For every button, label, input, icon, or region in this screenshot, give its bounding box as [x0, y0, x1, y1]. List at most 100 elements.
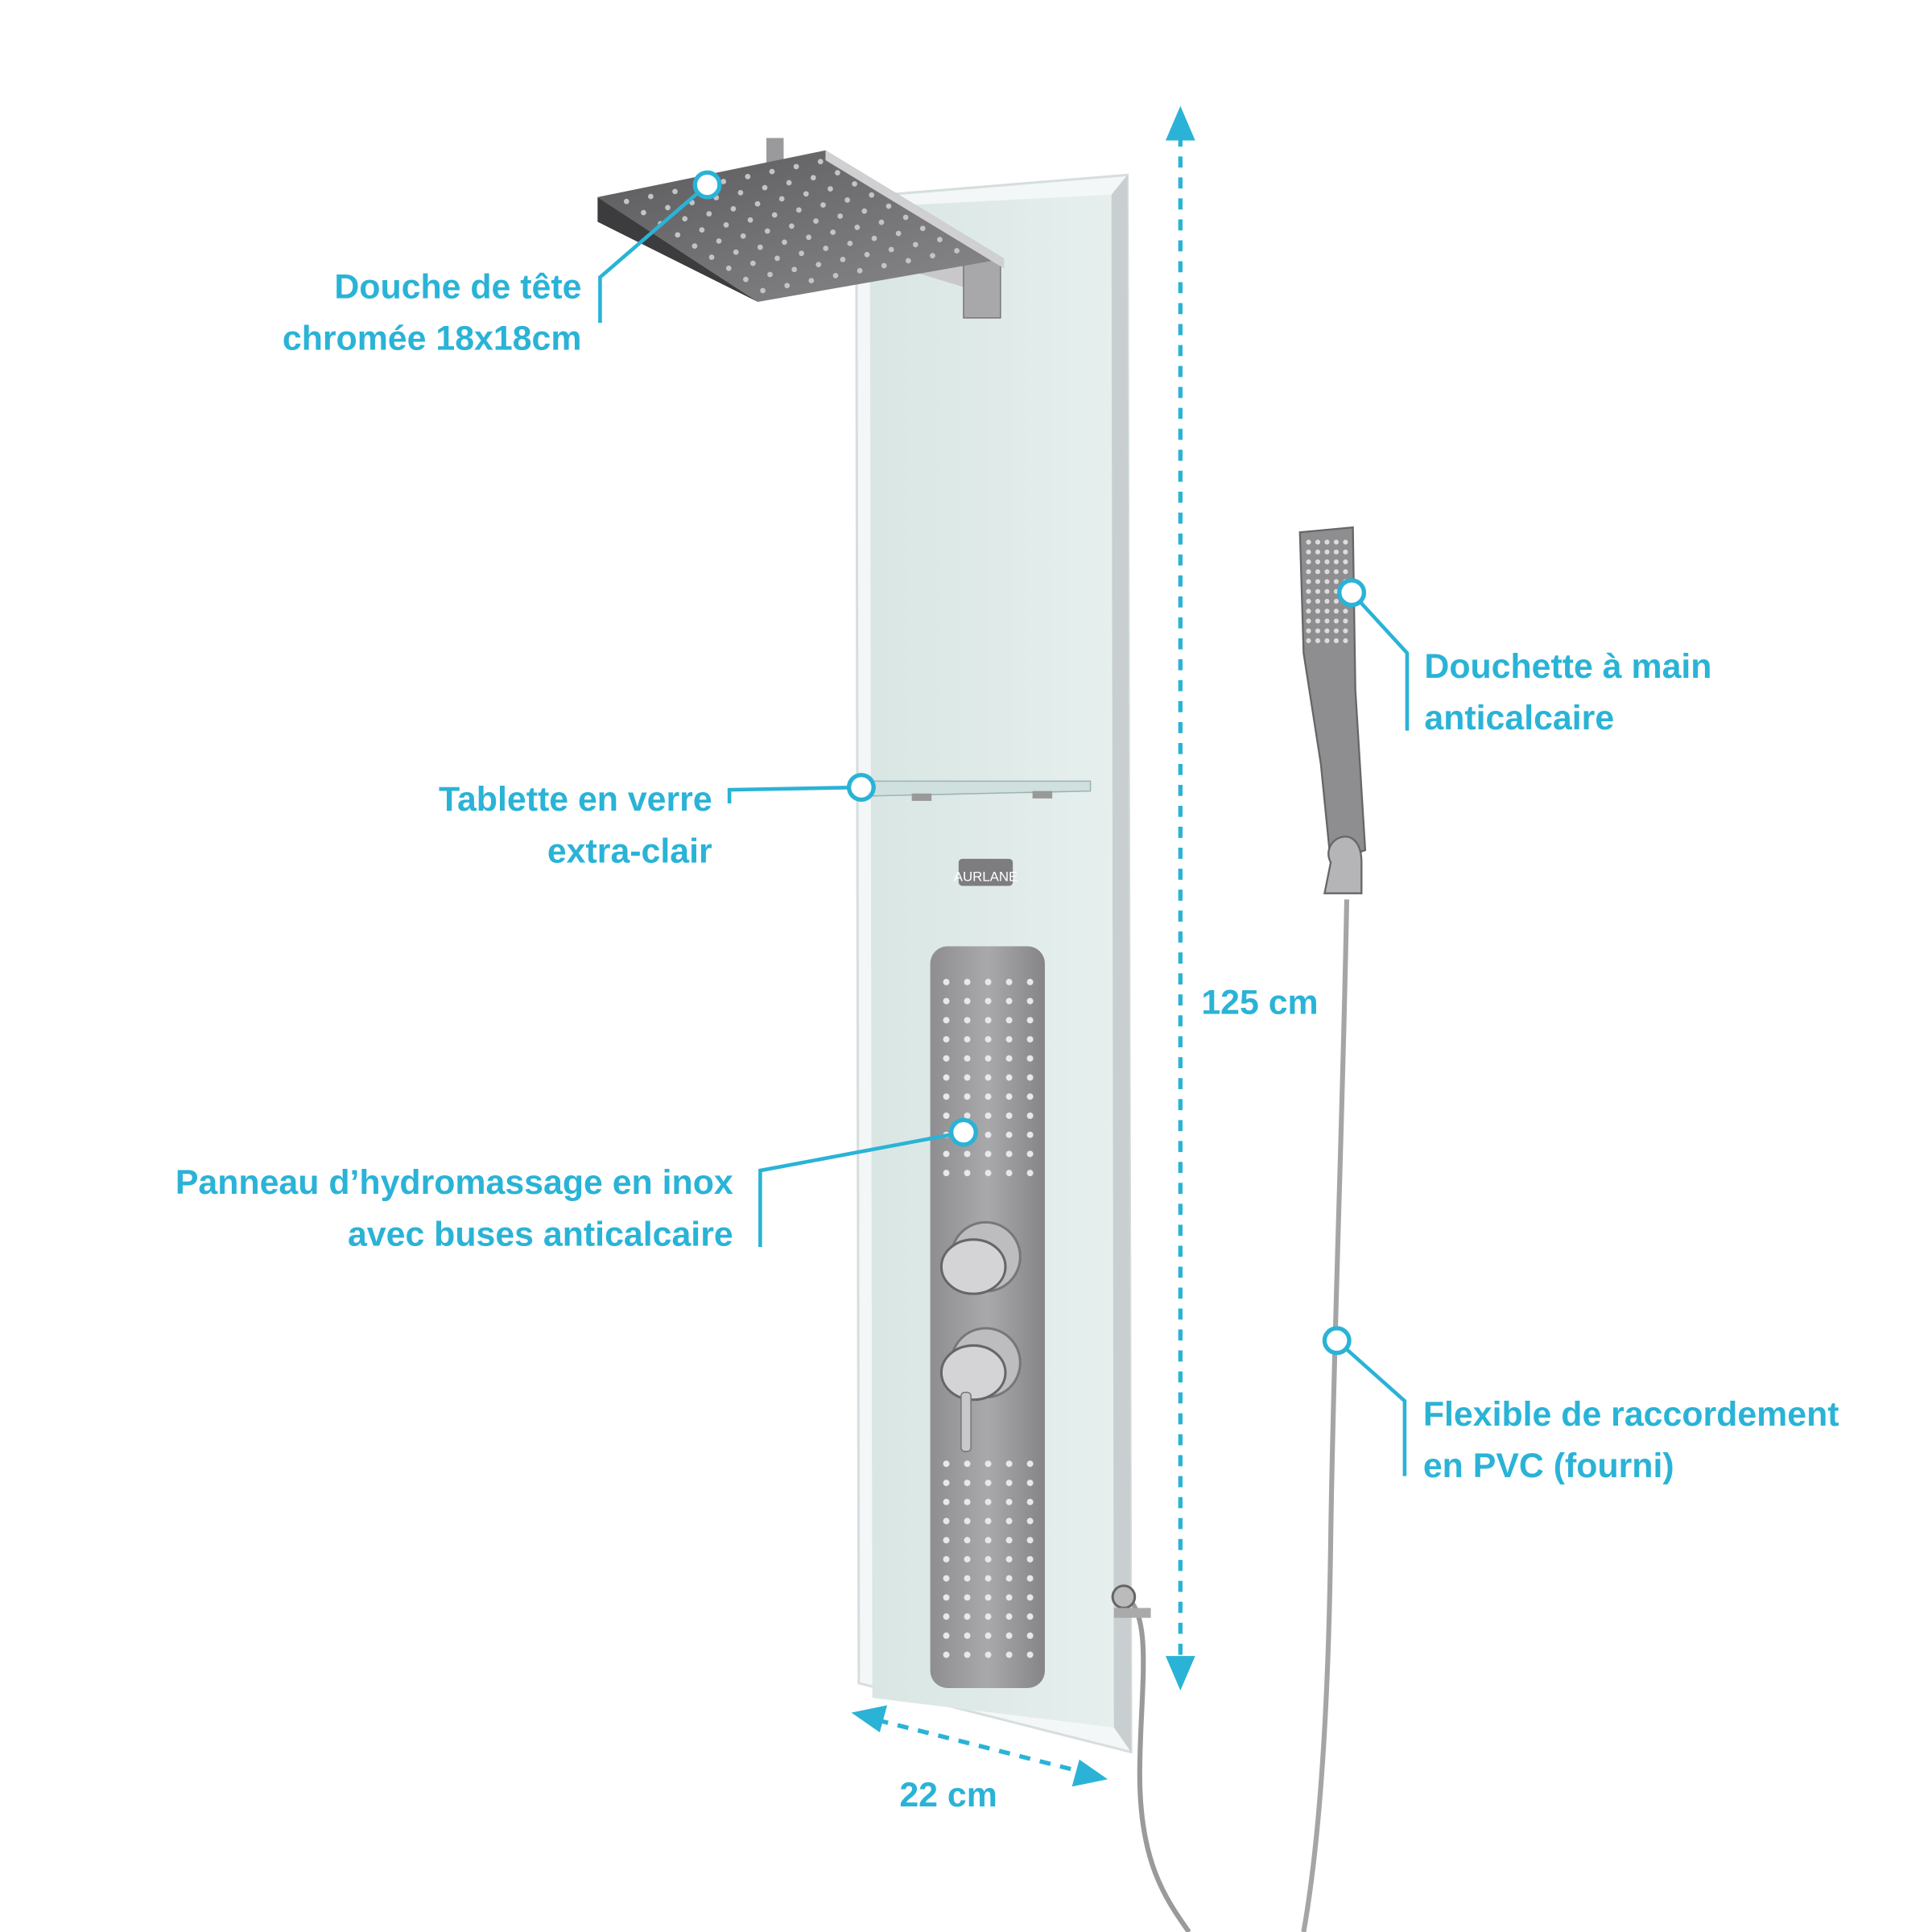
head-nozzle: [808, 278, 815, 283]
panel-nozzle: [943, 1036, 950, 1043]
panel-nozzle: [1026, 1556, 1034, 1563]
panel-nozzle: [964, 1112, 971, 1119]
mixer-knob-upper[interactable]: [939, 1220, 1022, 1295]
connection-hose: [1129, 1600, 1191, 1932]
head-nozzle: [796, 207, 802, 213]
hand-nozzle: [1324, 628, 1330, 634]
panel-nozzle: [985, 1498, 992, 1505]
head-nozzle: [871, 235, 877, 242]
panel-nozzle: [943, 1150, 950, 1158]
head-nozzle: [930, 253, 935, 259]
panel-nozzle: [964, 1651, 971, 1658]
head-nozzle: [835, 170, 840, 175]
panel-nozzle: [985, 1017, 992, 1024]
head-nozzle: [706, 211, 712, 217]
panel-nozzle: [985, 1517, 992, 1525]
hand-nozzle: [1306, 638, 1311, 643]
head-nozzle: [774, 255, 780, 262]
head-nozzle: [767, 271, 773, 278]
hand-nozzle: [1333, 539, 1340, 545]
hand-nozzle: [1306, 559, 1311, 565]
head-nozzle: [648, 193, 654, 200]
head-nozzle: [837, 213, 844, 219]
panel-nozzle: [1005, 1575, 1013, 1582]
head-nozzle: [733, 249, 739, 255]
callout-text: Flexible de raccordement: [1423, 1395, 1839, 1434]
head-nozzle: [937, 237, 943, 243]
head-nozzle: [844, 197, 850, 203]
panel-nozzle: [964, 1150, 971, 1158]
panel-nozzle: [985, 1575, 992, 1582]
head-nozzle: [778, 196, 785, 202]
panel-nozzle: [1005, 997, 1013, 1005]
head-nozzle: [682, 216, 688, 222]
panel-nozzle: [985, 1036, 992, 1043]
hand-nozzle: [1315, 609, 1321, 614]
head-nozzle: [708, 254, 715, 260]
mixer-knob-lower[interactable]: [939, 1327, 1022, 1452]
hand-nozzle: [1306, 549, 1311, 555]
head-nozzle: [806, 234, 811, 241]
head-nozzle: [830, 229, 836, 235]
head-nozzle: [881, 262, 887, 269]
panel-nozzle: [964, 1613, 971, 1620]
head-nozzle: [857, 267, 863, 274]
hand-nozzle: [1306, 609, 1311, 614]
panel-nozzle: [985, 997, 992, 1005]
head-nozzle: [832, 273, 839, 279]
head-nozzle: [810, 175, 816, 181]
panel-nozzle: [1026, 997, 1034, 1005]
head-nozzle: [813, 218, 819, 225]
hand-nozzle: [1333, 569, 1340, 575]
hand-nozzle: [1343, 609, 1348, 614]
head-nozzle: [786, 180, 792, 186]
panel-nozzle: [1026, 1575, 1034, 1582]
hand-nozzle: [1324, 638, 1330, 643]
panel-nozzle: [1026, 1632, 1034, 1639]
panel-nozzle: [1005, 1556, 1013, 1563]
panel-nozzle: [943, 1460, 950, 1468]
panel-nozzle: [985, 1112, 992, 1119]
panel-nozzle: [964, 1594, 971, 1601]
head-nozzle: [725, 265, 732, 271]
panel-nozzle: [1005, 1170, 1013, 1177]
callout-text: Douche de tête: [334, 267, 581, 306]
hand-nozzle: [1306, 598, 1311, 604]
hand-shower-hose: [1301, 899, 1350, 1932]
panel-nozzle: [1026, 1170, 1034, 1177]
panel-nozzle: [1026, 1613, 1034, 1620]
panel-nozzle: [943, 1112, 950, 1119]
panel-nozzle: [943, 1055, 950, 1062]
panel-nozzle: [1005, 1632, 1013, 1639]
panel-nozzle: [1005, 1594, 1013, 1601]
panel-nozzle: [943, 1480, 950, 1487]
head-nozzle: [691, 243, 698, 249]
panel-nozzle: [1005, 1613, 1013, 1620]
height-label: 125 cm: [1201, 984, 1318, 1022]
hand-nozzle: [1315, 539, 1321, 545]
hand-nozzle: [1315, 569, 1321, 575]
panel-nozzle: [985, 1651, 992, 1658]
panel-nozzle: [1005, 1460, 1013, 1468]
panel-nozzle: [1026, 1480, 1034, 1487]
width-label: 22 cm: [899, 1776, 997, 1814]
head-nozzle: [954, 248, 960, 254]
head-nozzle: [641, 209, 646, 216]
panel-nozzle: [1005, 1517, 1013, 1525]
panel-nozzle: [1005, 1112, 1013, 1119]
panel-nozzle: [964, 1556, 971, 1563]
panel-nozzle: [964, 1170, 971, 1177]
panel-nozzle: [985, 1480, 992, 1487]
panel-nozzle: [943, 1556, 950, 1563]
panel-nozzle: [1005, 1093, 1013, 1100]
panel-nozzle: [985, 1632, 992, 1639]
head-nozzle: [716, 238, 722, 244]
panel-nozzle: [964, 1537, 971, 1544]
panel-nozzle: [985, 1170, 992, 1177]
head-nozzle: [789, 223, 795, 229]
panel-nozzle: [964, 1055, 971, 1062]
head-nozzle: [750, 260, 756, 266]
hand-nozzle: [1333, 618, 1340, 624]
head-nozzle: [762, 184, 768, 191]
